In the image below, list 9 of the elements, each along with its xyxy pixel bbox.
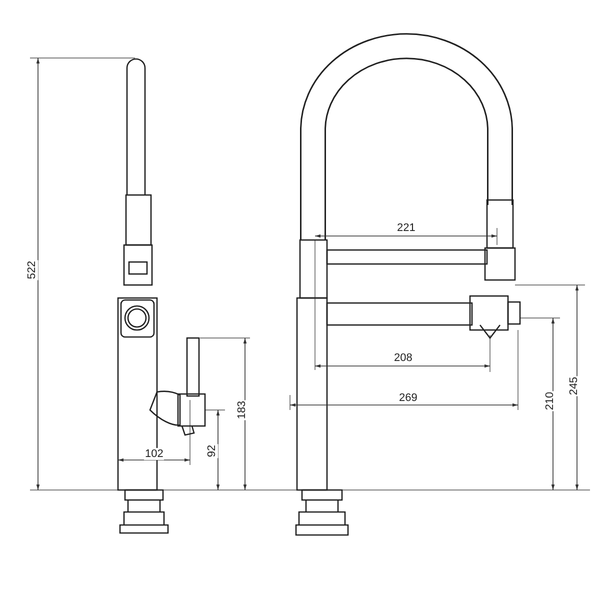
dimension-label: 210 — [544, 390, 556, 412]
dimension-label: 183 — [236, 400, 248, 420]
dimension-label: 102 — [144, 448, 164, 460]
dimension-label: 269 — [398, 392, 418, 404]
dimension-label: 245 — [568, 376, 580, 396]
dimension-label: 221 — [396, 222, 416, 234]
dimension-label: 92 — [206, 444, 218, 458]
dimension-label: 208 — [393, 352, 414, 364]
dimension-label: 522 — [26, 260, 38, 280]
